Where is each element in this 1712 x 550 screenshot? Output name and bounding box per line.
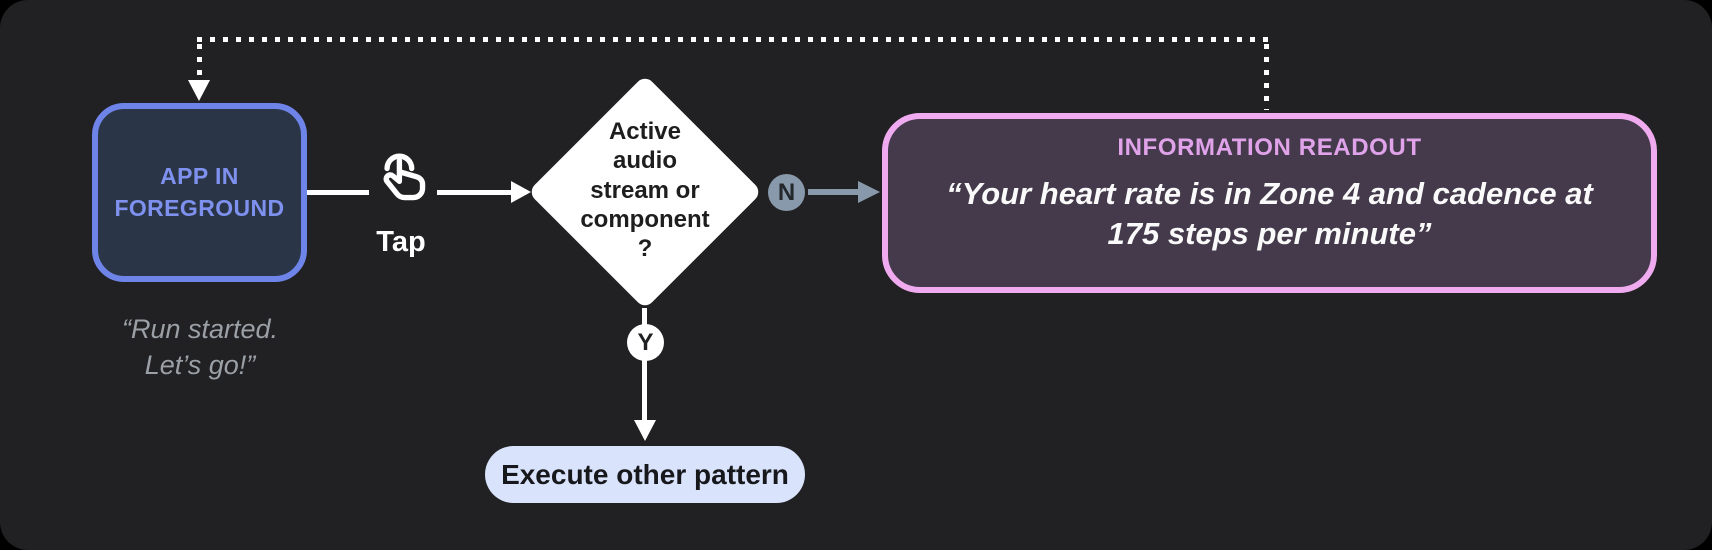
edge-tap-to-decision xyxy=(437,190,513,195)
feedback-loop-horizontal-dotted-line xyxy=(197,37,1269,42)
no-branch-badge: N xyxy=(768,174,805,211)
decision-label: Active audio stream or component ? xyxy=(580,118,710,263)
feedback-loop-arrowhead xyxy=(188,80,210,101)
execute-other-pattern-node: Execute other pattern xyxy=(485,446,805,503)
feedback-loop-left-dotted-line xyxy=(197,44,202,80)
execute-other-pattern-label: Execute other pattern xyxy=(501,458,789,490)
edge-yes-to-pill-arrowhead xyxy=(634,420,656,441)
edge-yes-to-pill xyxy=(642,360,647,422)
yes-branch-badge: Y xyxy=(627,324,664,361)
edge-decision-to-yes xyxy=(642,308,647,326)
information-readout-quote: “Your heart rate is in Zone 4 and cadenc… xyxy=(946,176,1593,251)
edge-app-to-tap xyxy=(307,190,369,195)
app-in-foreground-node: APP IN FOREGROUND xyxy=(92,103,307,282)
tap-icon xyxy=(383,153,426,201)
app-in-foreground-label: APP IN FOREGROUND xyxy=(114,163,285,221)
information-readout-node: INFORMATION READOUT “Your heart rate is … xyxy=(882,113,1657,293)
edge-tap-to-decision-arrowhead xyxy=(511,181,531,203)
tap-label: Tap xyxy=(376,226,426,258)
run-started-caption: “Run started. Let’s go!” xyxy=(121,314,279,380)
edge-no-to-readout xyxy=(808,189,860,195)
feedback-loop-right-dotted-line xyxy=(1264,44,1269,110)
information-readout-title: INFORMATION READOUT xyxy=(1117,134,1422,161)
edge-no-to-readout-arrowhead xyxy=(858,181,880,203)
